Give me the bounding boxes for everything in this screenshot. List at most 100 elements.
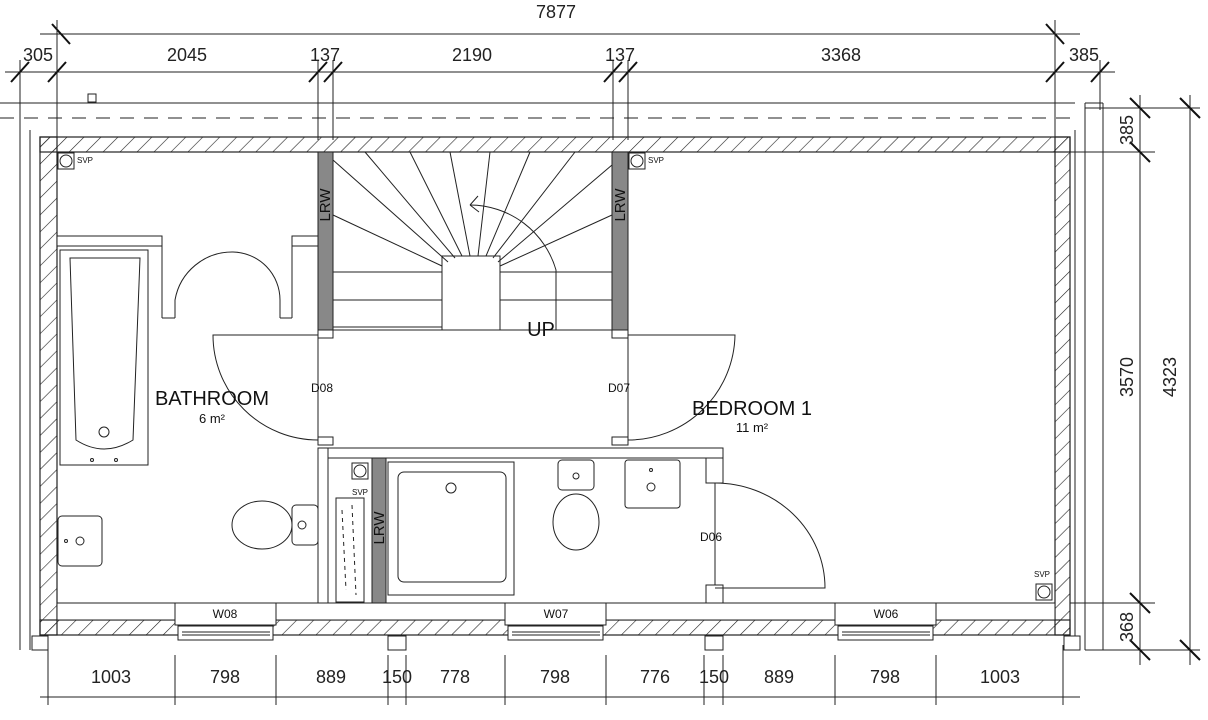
- door-swing-bath-left: [174, 251, 234, 318]
- dim-tick: [51, 23, 71, 45]
- top-wall: [39, 136, 1071, 153]
- room-labels: BATHROOM 6 m² BEDROOM 1 11 m²: [155, 388, 812, 435]
- door-label-d08: D08: [311, 381, 333, 395]
- lrw-wall-left: [317, 151, 334, 336]
- top-dim-label: 385: [1069, 45, 1099, 65]
- ensuite-door-jamb: [705, 457, 724, 484]
- svp-ensuite: SVP: [351, 462, 369, 497]
- pier: [1063, 635, 1081, 651]
- bottom-dim-label: 889: [764, 667, 794, 687]
- fixtures: [57, 249, 681, 603]
- bottom-dimensions: 1003 798 889 150 778 798 776 150 889 798…: [40, 645, 1080, 705]
- bottom-dim-label: 150: [699, 667, 729, 687]
- door-jamb: [317, 329, 334, 339]
- door-jamb: [611, 436, 629, 446]
- dim-tick: [603, 61, 623, 83]
- shower-drain: [445, 482, 457, 494]
- stair-arrow-line: [469, 204, 557, 330]
- top-dim-label: 2045: [167, 45, 207, 65]
- toilet-cistern: [291, 504, 319, 546]
- right-dim-label: 3570: [1117, 357, 1137, 397]
- dim-tick: [1129, 141, 1151, 163]
- door-swing-bath-right: [232, 251, 281, 318]
- dim-tick: [1179, 97, 1201, 119]
- bottom-dim-label: 798: [870, 667, 900, 687]
- stair-direction-label: UP: [527, 319, 555, 341]
- dim-tick: [618, 61, 638, 83]
- top-dimensions: 7877 305 2045 137 2190 137 3368 385: [5, 2, 1115, 150]
- shower-tray: [387, 461, 515, 596]
- svp-bedroom: SVP: [1034, 570, 1053, 601]
- door-d08-swing: [212, 334, 319, 441]
- door-label-d07: D07: [608, 381, 630, 395]
- dim-tick: [10, 61, 30, 83]
- pier: [387, 635, 407, 651]
- svp-bathroom: SVP: [57, 152, 93, 170]
- window-w06: W06: [834, 602, 937, 641]
- window-label: W08: [213, 607, 238, 621]
- room-name-bedroom: BEDROOM 1: [692, 398, 812, 420]
- bottom-dim-label: 778: [440, 667, 470, 687]
- svp-landing: SVP: [628, 152, 664, 170]
- room-area-bathroom: 6 m²: [199, 411, 226, 426]
- room-area-bedroom: 11 m²: [736, 420, 769, 435]
- door-jamb: [317, 436, 334, 446]
- bath-drain: [98, 426, 110, 438]
- ensuite-basin: [624, 459, 681, 509]
- lrw-label: LRW: [612, 188, 629, 222]
- stair-arrow-head: [469, 195, 480, 213]
- right-dimensions: 385 3570 368 4323: [1070, 95, 1201, 665]
- left-wall: [39, 136, 58, 636]
- doors: D08 D07 D06: [174, 251, 826, 589]
- top-party-wall-hatch: [0, 93, 1075, 119]
- bottom-dim-label: 776: [640, 667, 670, 687]
- svg-text:SVP: SVP: [77, 156, 93, 165]
- marker-square: [87, 93, 97, 103]
- svp-pipes: SVP SVP SVP SVP: [57, 152, 1053, 601]
- window-label: W06: [874, 607, 899, 621]
- bathtub: [59, 249, 149, 466]
- dim-tick: [1129, 592, 1151, 614]
- top-dim-label: 3368: [821, 45, 861, 65]
- lrw-label: LRW: [317, 188, 334, 222]
- overall-width-label: 7877: [536, 2, 576, 22]
- window-w08: W08: [174, 602, 277, 641]
- window-w07: W07: [504, 602, 607, 641]
- bottom-dim-label: 889: [316, 667, 346, 687]
- pier: [704, 635, 724, 651]
- staircase: UP: [332, 151, 613, 341]
- toilet-bowl: [231, 500, 293, 550]
- bottom-dim-label: 798: [210, 667, 240, 687]
- door-label-d06: D06: [700, 530, 722, 544]
- overall-depth-label: 4323: [1160, 357, 1180, 397]
- bottom-dim-label: 1003: [91, 667, 131, 687]
- window-label: W07: [544, 607, 569, 621]
- pier: [31, 635, 49, 651]
- dim-tick: [47, 61, 67, 83]
- ensuite-left-wall: [317, 447, 329, 604]
- dim-tick: [1129, 639, 1151, 661]
- dim-tick: [1045, 61, 1065, 83]
- partition-wall: [291, 235, 319, 247]
- windows: W08 W07 W06: [174, 602, 937, 641]
- svg-text:SVP: SVP: [648, 156, 664, 165]
- basin: [57, 515, 103, 567]
- room-name-bathroom: BATHROOM: [155, 388, 269, 410]
- dim-tick: [1129, 97, 1151, 119]
- dim-tick: [1179, 639, 1201, 661]
- ensuite-toilet-bowl: [552, 493, 600, 551]
- right-wall: [1054, 136, 1071, 636]
- door-jamb: [611, 329, 629, 339]
- lrw-wall-right: [611, 151, 629, 336]
- bathtub-inner: [69, 257, 141, 450]
- top-dim-label: 2190: [452, 45, 492, 65]
- lrw-label: LRW: [371, 511, 388, 545]
- external-walls: [19, 102, 1104, 651]
- ensuite-top-wall: [317, 447, 724, 459]
- dim-tick: [323, 61, 343, 83]
- door-d06-swing: [714, 482, 826, 589]
- svg-text:SVP: SVP: [1034, 570, 1050, 579]
- bottom-dim-label: 798: [540, 667, 570, 687]
- right-dim-label: 385: [1117, 115, 1137, 145]
